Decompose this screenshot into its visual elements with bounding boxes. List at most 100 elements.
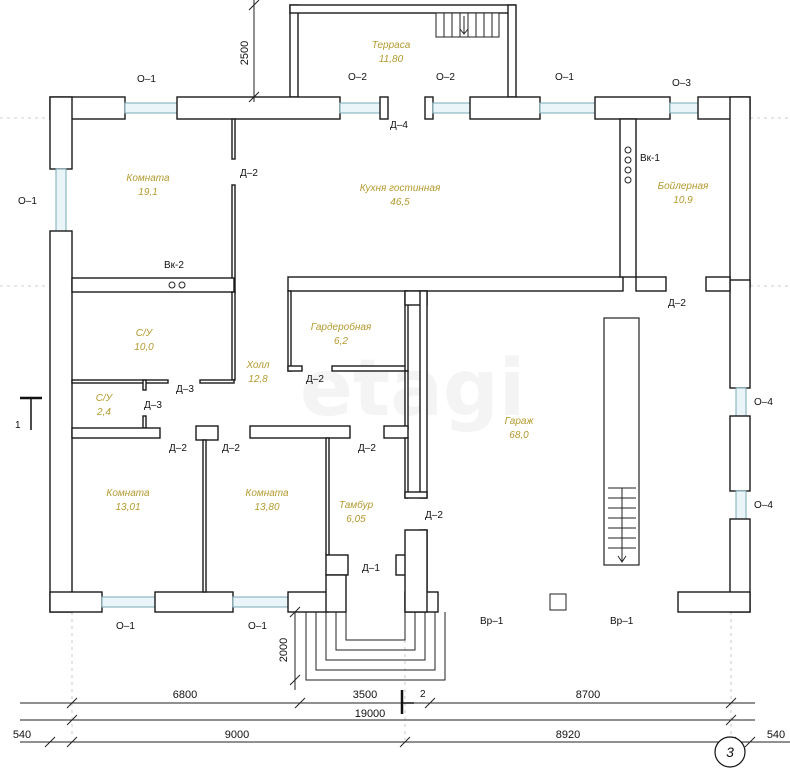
room-wardrobe-name: Гардеробная	[311, 321, 372, 333]
ventilation-duct	[178, 281, 186, 289]
room-kitchen-name: Кухня гостинная	[360, 183, 441, 194]
wall-interior	[199, 379, 235, 384]
tag-window-o1: О–1	[137, 74, 156, 85]
window-o1	[101, 596, 156, 608]
section-2-label: 2	[420, 689, 426, 700]
window-o1	[232, 596, 289, 608]
window-o1	[539, 102, 596, 114]
ventilation-duct	[168, 281, 176, 289]
dimension-tick	[294, 697, 306, 709]
wall-interior	[404, 370, 409, 430]
terrace-wall-top	[289, 4, 516, 14]
wall-bottom	[677, 591, 751, 613]
wall-top	[379, 96, 389, 120]
dimension-tick	[725, 714, 737, 726]
room-room1-area: 19,1	[138, 187, 157, 198]
wall-interior	[404, 491, 428, 499]
wall-right	[729, 279, 751, 389]
wall-interior	[419, 290, 428, 499]
wall-interior	[635, 276, 667, 292]
tag-window-o4: О–4	[754, 500, 773, 511]
wall-interior	[287, 365, 303, 372]
wall-interior	[249, 425, 351, 439]
dimension-2500: 2500	[239, 41, 251, 65]
wall-bottom	[154, 591, 234, 613]
tag-window-o3: О–3	[672, 78, 691, 89]
wall-interior	[71, 379, 169, 384]
tag-window-o1: О–1	[18, 196, 37, 207]
dimension-tick	[289, 674, 301, 686]
tag-door-d2: Д–2	[306, 374, 324, 385]
room-vestibule-area: 6,05	[346, 514, 366, 525]
wall-interior	[231, 184, 236, 294]
wall-interior	[619, 118, 637, 278]
room-boiler-name: Бойлерная	[658, 181, 709, 192]
tag-window-o2: О–2	[436, 72, 455, 83]
tag-vent-vk1: Вк-1	[640, 153, 660, 164]
dimension-9000: 9000	[225, 729, 249, 741]
wall-top	[469, 96, 541, 120]
wall-right	[729, 415, 751, 492]
wall-interior	[142, 415, 147, 429]
wall-interior	[404, 529, 428, 613]
dimension-tick	[66, 714, 78, 726]
wall-interior	[231, 118, 236, 160]
axis-3-label: 3	[726, 744, 734, 760]
room-room3-name: Комната	[245, 488, 289, 499]
wall-left	[49, 230, 73, 613]
room-hall-name: Холл	[245, 360, 269, 371]
axis-bubble-3	[714, 736, 746, 768]
wall-top	[176, 96, 341, 120]
window-o2	[432, 102, 471, 114]
tag-door-d2: Д–2	[358, 443, 376, 454]
tag-door-d3: Д–3	[176, 384, 194, 395]
dimension-tick	[66, 697, 78, 709]
tag-door-d3: Д–3	[144, 400, 162, 411]
dimension-tick	[424, 697, 436, 709]
dimension-tick	[44, 736, 56, 748]
wall-top	[424, 96, 434, 120]
porch-steps	[305, 612, 446, 681]
window-o2	[339, 102, 381, 114]
room-bath2-name: С/У	[96, 393, 114, 404]
terrace-wall-left	[289, 4, 299, 98]
room-terrace-name: Терраса	[372, 40, 411, 51]
window-o4	[735, 490, 747, 520]
terrace-wall-right	[507, 4, 517, 98]
wall-interior	[195, 425, 219, 441]
room-garage-name: Гараж	[505, 416, 535, 427]
dimension-3500: 3500	[353, 689, 377, 701]
room-garage-area: 68,0	[509, 430, 529, 441]
dimension-19000: 19000	[355, 708, 386, 720]
dimension-540-right: 540	[767, 729, 785, 741]
room-room3-area: 13,80	[254, 502, 279, 513]
tag-door-d2: Д–2	[222, 443, 240, 454]
tag-window-o2: О–2	[348, 72, 367, 83]
wall-interior	[71, 427, 161, 439]
room-bath1-area: 10,0	[134, 342, 154, 353]
wall-top	[594, 96, 671, 120]
dimension-tick	[744, 736, 756, 748]
dimension-tick	[248, 0, 260, 11]
dimension-tick	[289, 606, 301, 618]
room-hall-area: 12,8	[248, 374, 268, 385]
garage-column	[549, 593, 567, 611]
wall-interior	[331, 365, 408, 372]
room-bath2-area: 2,4	[96, 407, 111, 418]
wall-interior	[287, 276, 624, 292]
wall-interior	[325, 554, 349, 576]
wall-interior	[325, 437, 330, 556]
dimension-6800: 6800	[173, 689, 197, 701]
tag-window-o1: О–1	[248, 621, 267, 632]
dimension-2000: 2000	[278, 638, 290, 662]
room-room2-area: 13,01	[115, 502, 140, 513]
tag-door-d2: Д–2	[169, 443, 187, 454]
tag-door-d4: Д–4	[390, 120, 408, 131]
dimension-540-left: 540	[13, 729, 31, 741]
room-boiler-area: 10,9	[673, 195, 693, 206]
dimension-8920: 8920	[556, 729, 580, 741]
dimension-8700: 8700	[576, 689, 600, 701]
wall-interior	[287, 290, 292, 372]
dimension-tick	[248, 91, 260, 103]
